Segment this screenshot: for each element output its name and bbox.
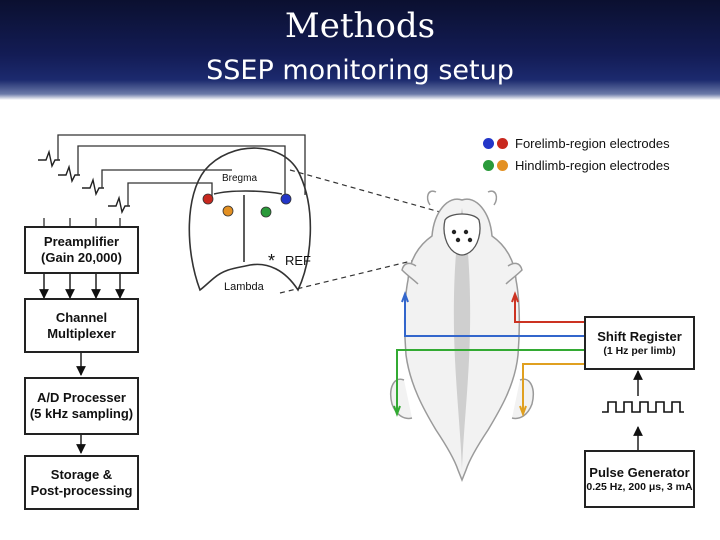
skull-outline <box>188 147 312 292</box>
multiplexer-label-2: Multiplexer <box>47 325 116 341</box>
bregma-label: Bregma <box>222 173 258 184</box>
orange-dot-icon <box>497 160 508 171</box>
shift-register-label: Shift Register <box>597 328 682 344</box>
block-arrows <box>39 274 643 454</box>
pulse-train-icon <box>602 401 684 413</box>
ad-processer-label: A/D Processer <box>37 390 126 405</box>
red-dot-icon <box>497 138 508 149</box>
ref-label: REF <box>285 253 311 268</box>
skull-electrodes <box>202 193 292 218</box>
ref-marker: * <box>268 251 276 271</box>
preamplifier-label: Preamplifier <box>43 234 120 249</box>
ad-processer-box: A/D Processer (5 kHz sampling) <box>24 377 139 435</box>
legend-forelimb-label: Forelimb-region electrodes <box>515 136 670 151</box>
channel-multiplexer-box: Channel Multiplexer <box>24 298 139 353</box>
storage-label-2: Post-processing <box>30 482 133 498</box>
multiplexer-label-1: Channel <box>55 309 108 325</box>
green-dot-icon <box>483 160 494 171</box>
projection-lines <box>279 169 441 294</box>
legend-hindlimb: Hindlimb-region electrodes <box>483 158 670 173</box>
slide-subtitle: SSEP monitoring setup <box>206 55 514 86</box>
preamplifier-box: Preamplifier (Gain 20,000) <box>24 226 139 274</box>
pulse-generator-box: Pulse Generator 0.25 Hz, 200 μs, 3 mA <box>584 450 695 508</box>
slide-header: Methods SSEP monitoring setup <box>0 0 720 100</box>
slide-title: Methods <box>284 6 436 46</box>
lambda-label: Lambda <box>224 281 264 293</box>
legend-hindlimb-label: Hindlimb-region electrodes <box>515 158 670 173</box>
storage-box: Storage & Post-processing <box>24 455 139 510</box>
ad-sampling-label: (5 kHz sampling) <box>29 406 134 421</box>
preamplifier-gain: (Gain 20,000) <box>41 250 122 265</box>
signal-wires <box>43 134 306 226</box>
limb-wires <box>393 291 586 417</box>
ssep-waveform-icon <box>38 149 130 215</box>
pulse-generator-params: 0.25 Hz, 200 μs, 3 mA <box>586 480 693 493</box>
shift-register-box: Shift Register (1 Hz per limb) <box>584 316 695 370</box>
pulse-generator-label: Pulse Generator <box>589 464 690 480</box>
legend-forelimb: Forelimb-region electrodes <box>483 136 670 151</box>
blue-dot-icon <box>483 138 494 149</box>
shift-register-rate: (1 Hz per limb) <box>603 344 676 357</box>
storage-label-1: Storage & <box>50 466 113 482</box>
